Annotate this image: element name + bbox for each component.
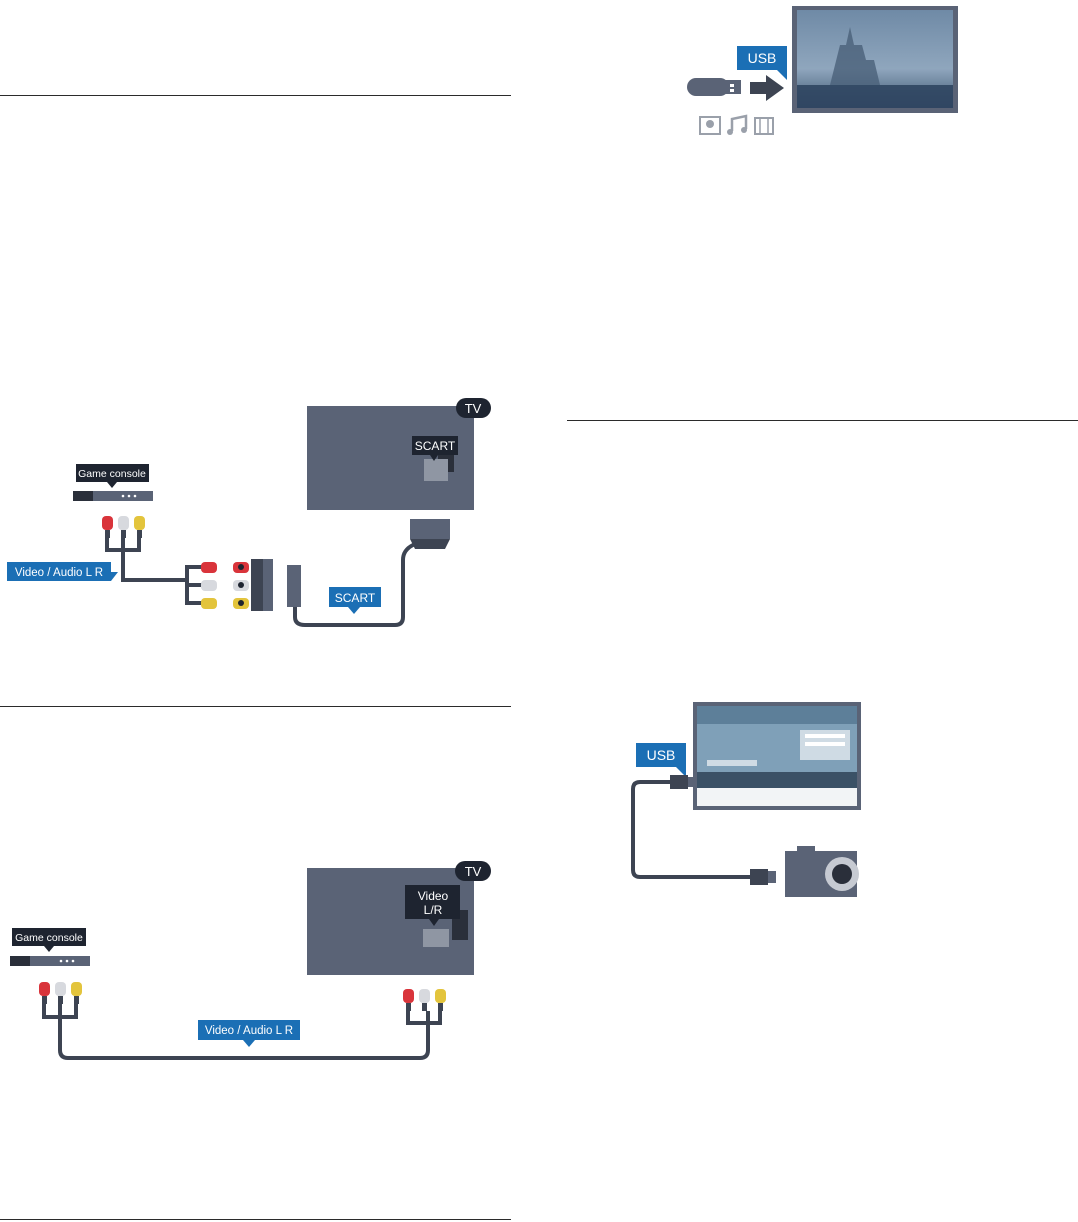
lr-port-label-text: L/R — [424, 903, 443, 917]
game-console-label-text: Game console — [15, 932, 83, 944]
scart-cable-label-text: SCART — [335, 591, 376, 605]
tv-badge: TV — [456, 398, 491, 418]
usb-label-text: USB — [748, 50, 777, 66]
usb-stick-icon — [687, 78, 741, 96]
tv-badge-text: TV — [465, 864, 482, 879]
scart-plug-left — [287, 565, 301, 607]
video-audio-label-text: Video / Audio L R — [205, 1025, 293, 1037]
rca-plugs-console — [102, 516, 145, 538]
usb-label: USB — [737, 46, 787, 80]
scart-port-label-text: SCART — [415, 439, 456, 453]
game-console-label: Game console — [76, 464, 149, 488]
photo-icon — [699, 116, 721, 135]
section-divider-3 — [0, 1219, 511, 1220]
scart-cable-label: SCART — [329, 587, 381, 614]
section-divider-4 — [567, 420, 1078, 421]
camera-icon — [785, 846, 859, 897]
usb-media-figure: USB — [687, 6, 958, 135]
usb-camera-figure: USB — [631, 702, 861, 897]
scart-port-label: SCART — [412, 436, 458, 461]
game-console-label-text: Game console — [78, 468, 146, 480]
tv-body — [307, 868, 474, 975]
rca-plugs-console — [39, 982, 82, 1004]
video-audio-figure: TV Video L/R Game console Video / Audio … — [10, 861, 491, 1060]
rca-plugs-adapter — [201, 562, 249, 609]
usb-plug-tv — [670, 775, 688, 789]
video-audio-label: Video / Audio L R — [7, 562, 118, 581]
video-lr-port-label: Video L/R — [405, 885, 460, 926]
game-console-label: Game console — [12, 928, 86, 952]
arrow-right-icon — [750, 75, 784, 101]
video-audio-label: Video / Audio L R — [198, 1020, 300, 1047]
tv-badge: TV — [455, 861, 491, 881]
usb-plug-camera — [750, 869, 768, 885]
section-divider-2 — [0, 706, 511, 707]
tv-badge-text: TV — [465, 401, 482, 416]
scart-plug-right — [410, 519, 450, 539]
video-port-label-text: Video — [418, 889, 449, 903]
game-console — [10, 956, 90, 966]
rca-plugs-tv — [403, 989, 446, 1011]
scart-figure: TV SCART Game console Video / Audio L R — [7, 398, 491, 627]
usb-label: USB — [636, 743, 686, 777]
usb-label-text: USB — [647, 747, 676, 763]
section-divider-1 — [0, 95, 511, 96]
film-icon — [754, 117, 774, 135]
music-note-icon — [727, 114, 748, 135]
game-console — [73, 491, 153, 501]
video-audio-label-text: Video / Audio L R — [15, 567, 103, 579]
